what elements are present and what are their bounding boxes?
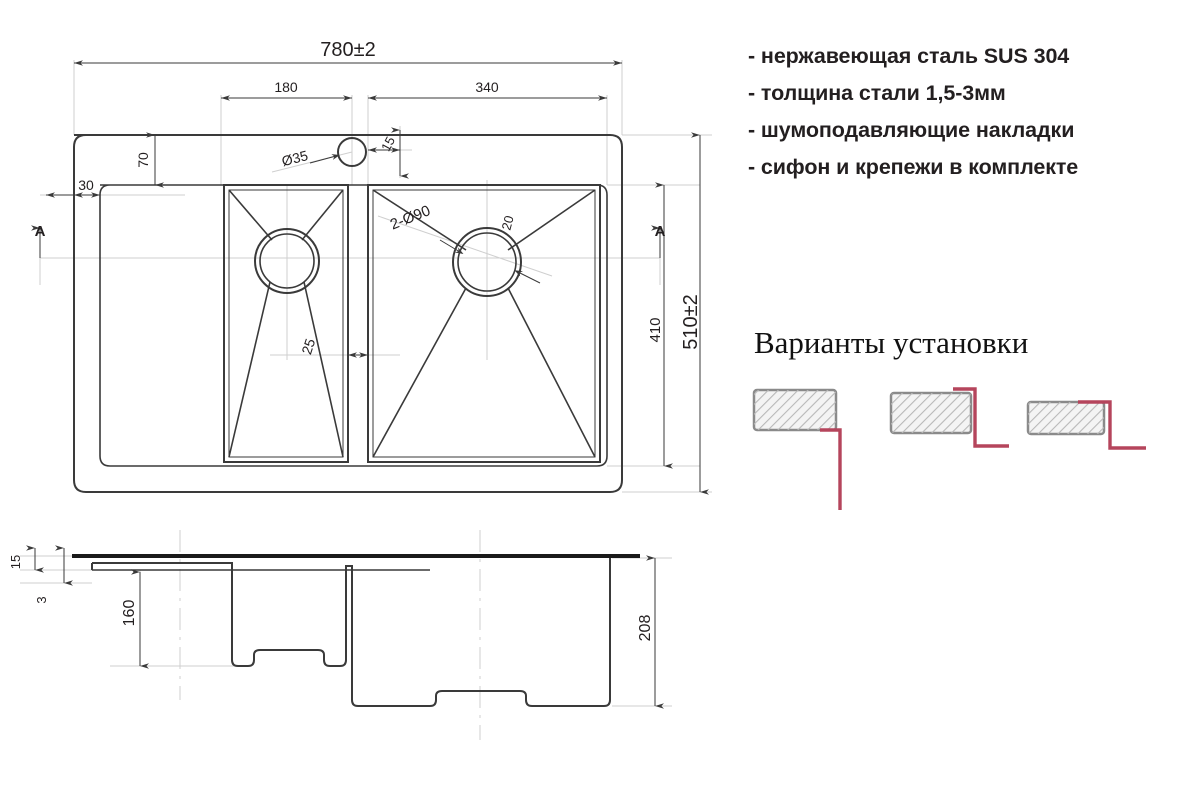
feature-list: - нержавеющая сталь SUS 304 - толщина ст…	[748, 44, 1198, 194]
dim-width-total: 780±2	[320, 39, 375, 61]
feature-item: - шумоподавляющие накладки	[748, 118, 1075, 142]
dim-depth-total: 510±2	[680, 294, 702, 349]
dim-drain-small: 20	[499, 214, 517, 232]
install-variant-overmount	[1022, 380, 1162, 510]
installation-section: Варианты установки	[748, 327, 1188, 510]
section-marker-left: A	[35, 223, 46, 240]
sink-profile-line	[953, 387, 1009, 448]
countertop-hatch	[1028, 402, 1104, 434]
installation-variants	[748, 380, 1188, 510]
feature-item: - сифон и крепежи в комплекте	[748, 155, 1079, 179]
dim-rim-15: 15	[8, 555, 23, 569]
dim-left-bowl-width: 180	[274, 79, 298, 95]
left-bowl	[223, 184, 349, 463]
dim-rim-3: 3	[34, 596, 49, 603]
dim-right-depth: 208	[637, 615, 654, 642]
dim-drains: 2-Ø90	[388, 202, 433, 233]
countertop-hatch	[891, 393, 971, 433]
dim-top-margin: 70	[135, 152, 151, 168]
dimension-labels: 780±2 180 340 70 30 Ø35 15 410 510±2 25 …	[8, 39, 702, 641]
technical-drawing: 780±2 180 340 70 30 Ø35 15 410 510±2 25 …	[8, 39, 712, 740]
sink-outer-plate	[73, 134, 623, 493]
section-marker-right: A	[655, 223, 666, 240]
countertop-hatch	[754, 390, 836, 430]
faucet-hole	[337, 137, 367, 167]
dim-left-depth: 160	[121, 600, 138, 627]
right-bowl	[367, 184, 601, 463]
install-variant-flushmount	[885, 380, 1025, 510]
sink-deck-outline	[99, 184, 608, 467]
sink-profile-line	[1078, 400, 1146, 450]
feature-item: - нержавеющая сталь SUS 304	[748, 44, 1070, 68]
install-variant-undermount	[748, 380, 888, 510]
feature-item: - толщина стали 1,5-3мм	[748, 81, 1006, 105]
dim-faucet-hole: Ø35	[280, 147, 310, 169]
installation-title: Варианты установки	[754, 325, 1029, 360]
dim-divider: 25	[298, 336, 318, 356]
section-view	[20, 530, 672, 740]
dim-right-bowl-width: 340	[475, 79, 499, 95]
dim-faucet-offset: 15	[378, 134, 398, 154]
dimension-lines	[31, 60, 709, 495]
dim-depth-inner: 410	[647, 317, 664, 342]
construction-lines	[39, 60, 712, 493]
sink-profile-line	[820, 428, 842, 510]
dim-left-margin: 30	[78, 177, 94, 193]
